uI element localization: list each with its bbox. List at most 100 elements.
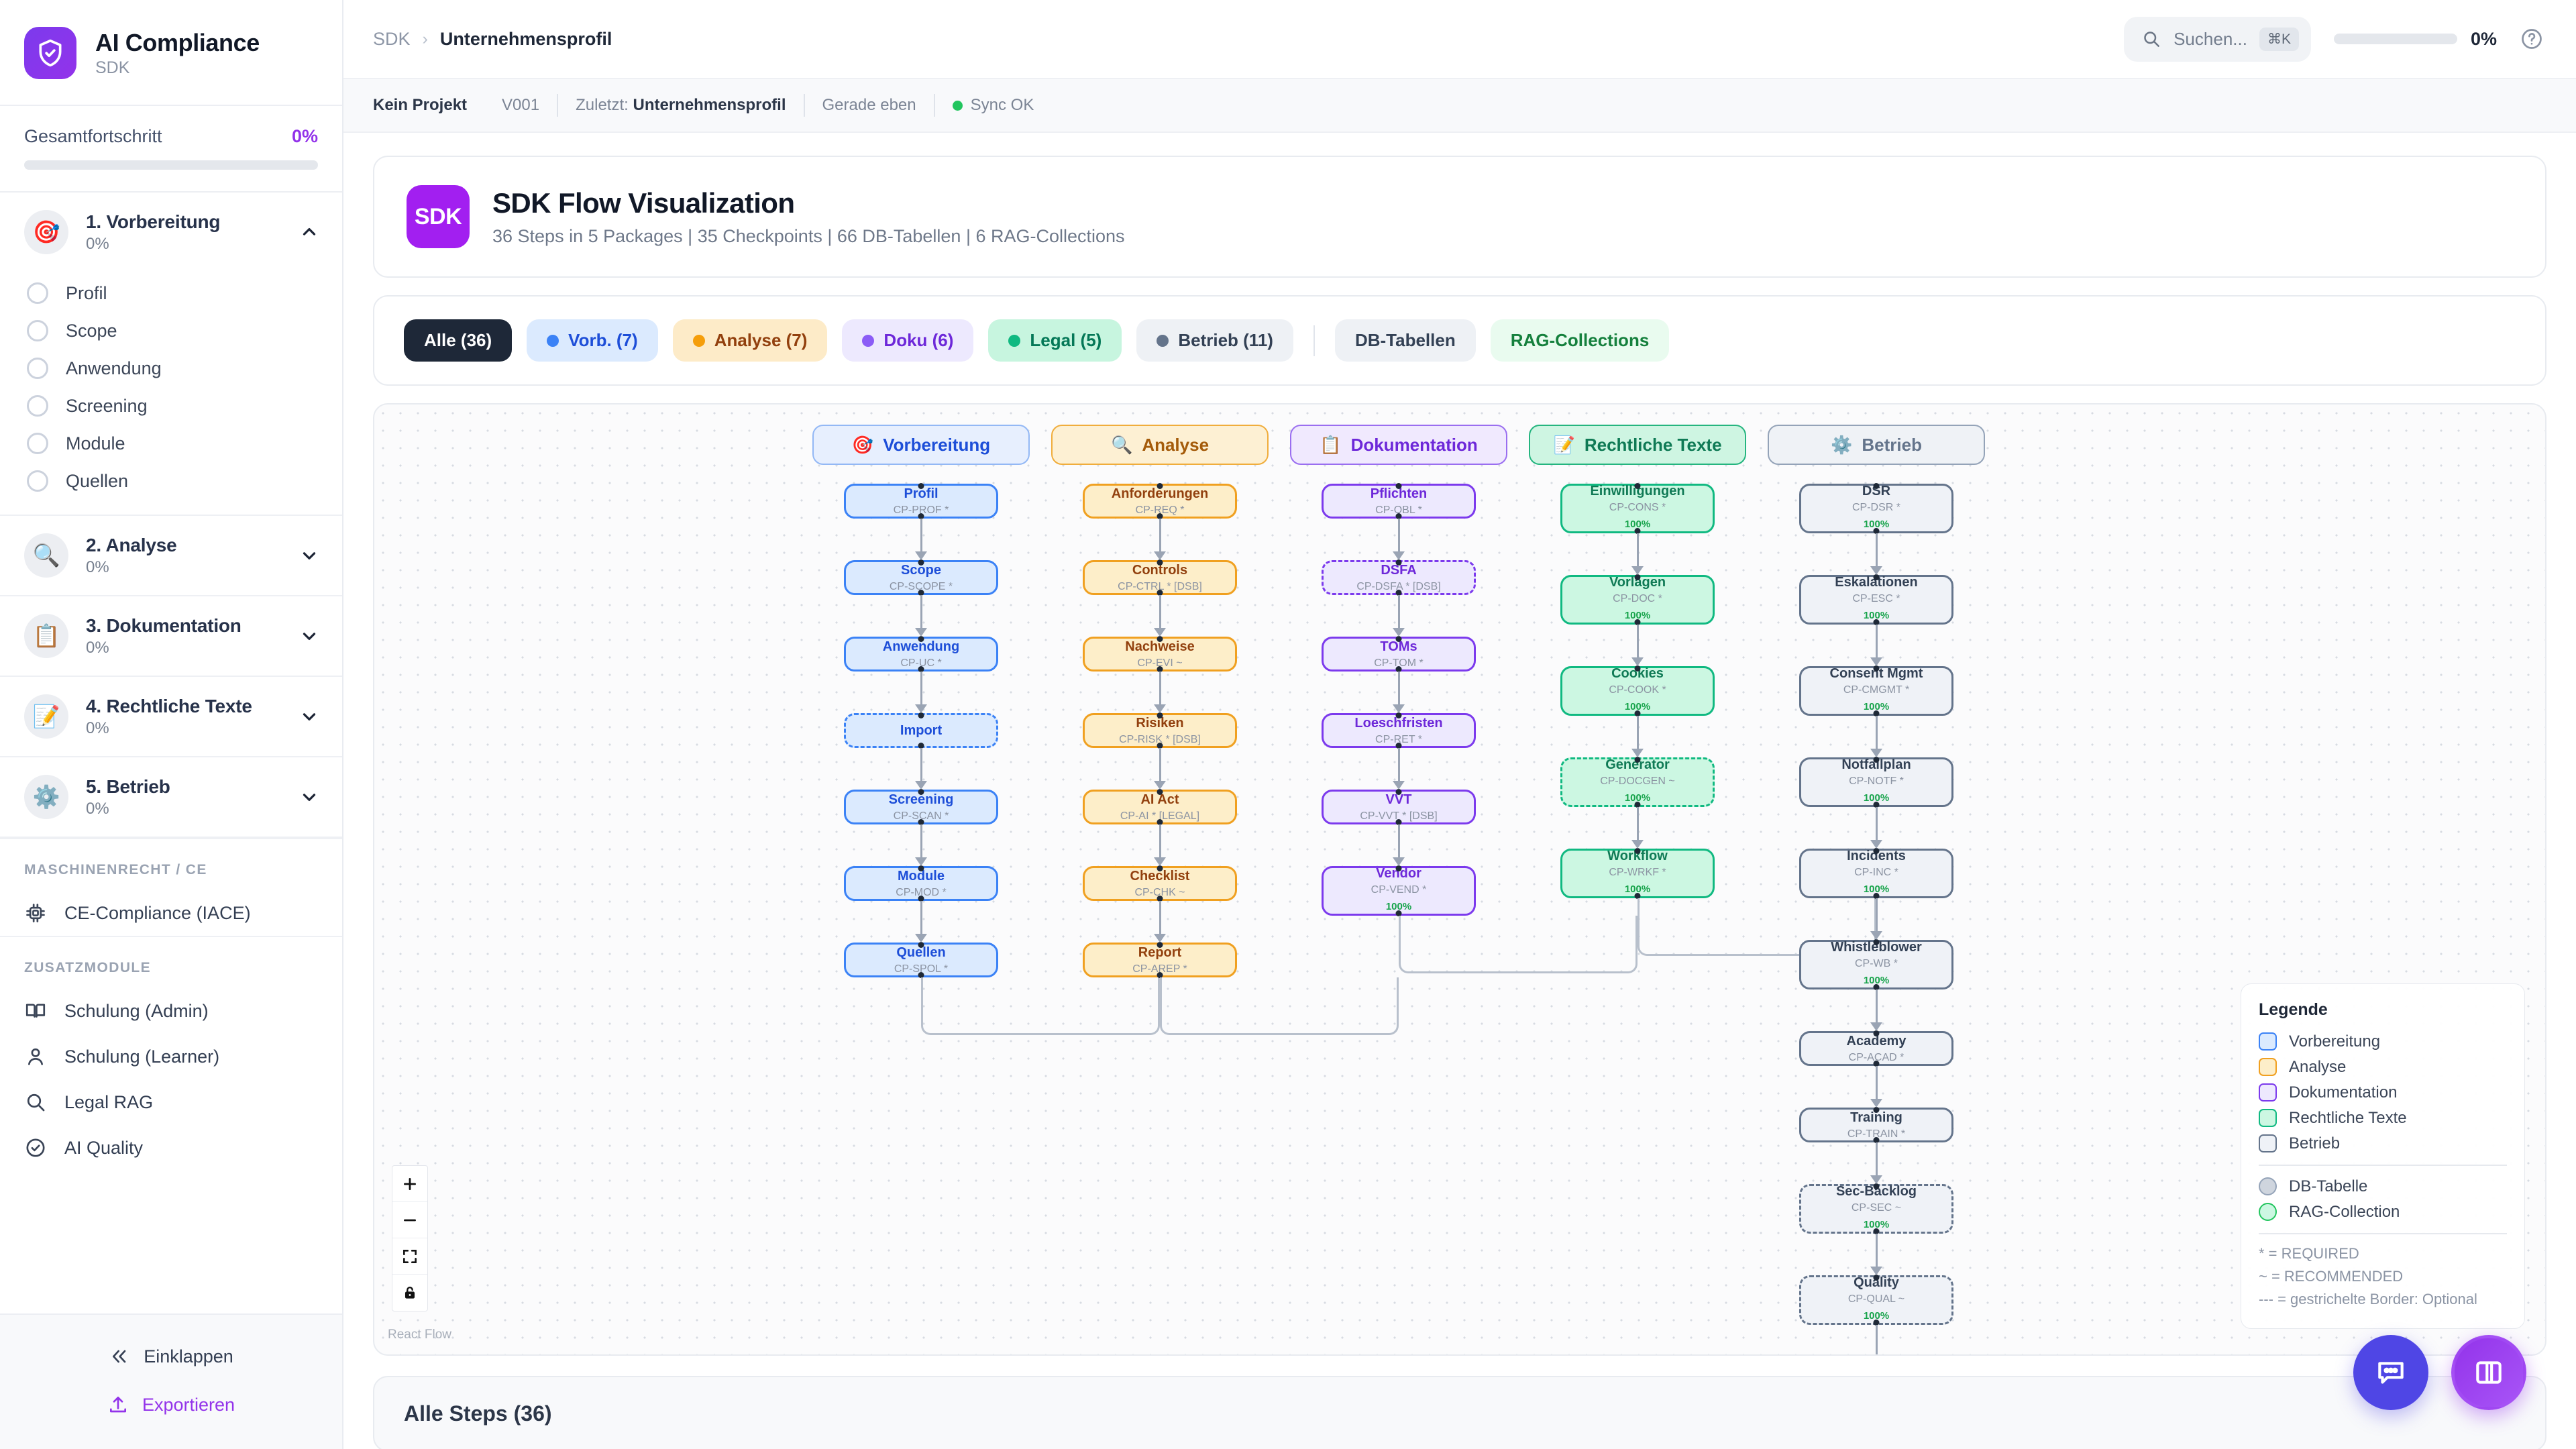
node-handle-bottom[interactable]	[1157, 819, 1163, 825]
node-handle-bottom[interactable]	[1157, 743, 1163, 749]
node-handle-top[interactable]	[918, 865, 924, 871]
node-handle-top[interactable]	[1634, 665, 1641, 672]
sidebar-item-schulung-admin[interactable]: Schulung (Admin)	[0, 988, 342, 1034]
sidebar-item-ai-quality[interactable]: AI Quality	[0, 1125, 342, 1171]
node-handle-bottom[interactable]	[1873, 893, 1880, 899]
node-handle-top[interactable]	[1873, 939, 1880, 945]
react-flow-attribution[interactable]: React Flow	[388, 1328, 452, 1342]
node-handle-bottom[interactable]	[1395, 910, 1402, 916]
step-status-radio[interactable]	[27, 320, 48, 341]
node-handle-bottom[interactable]	[918, 743, 924, 749]
sidebar-item-ce-compliance[interactable]: CE-Compliance (IACE)	[0, 890, 342, 936]
node-handle-bottom[interactable]	[1873, 528, 1880, 534]
node-handle-top[interactable]	[1395, 865, 1402, 871]
filter-chip-extra-0[interactable]: DB-Tabellen	[1334, 319, 1476, 362]
node-handle-top[interactable]	[918, 789, 924, 795]
step-status-radio[interactable]	[27, 470, 48, 492]
node-handle-top[interactable]	[1873, 1030, 1880, 1036]
step-status-radio[interactable]	[27, 395, 48, 417]
node-handle-bottom[interactable]	[1157, 513, 1163, 519]
node-handle-top[interactable]	[918, 942, 924, 948]
node-handle-top[interactable]	[1873, 1183, 1880, 1189]
question-circle-icon[interactable]	[2520, 27, 2544, 51]
lock-button[interactable]	[392, 1275, 427, 1311]
sidebar-item-quellen[interactable]: Quellen	[0, 462, 342, 500]
zoom-in-button[interactable]	[392, 1166, 427, 1202]
filter-chip-0[interactable]: Alle (36)	[404, 319, 513, 362]
sidebar-item-scope[interactable]: Scope	[0, 312, 342, 350]
node-handle-top[interactable]	[1873, 574, 1880, 580]
export-button[interactable]: Exportieren	[0, 1381, 342, 1429]
node-handle-bottom[interactable]	[1873, 619, 1880, 625]
fit-view-button[interactable]	[392, 1238, 427, 1275]
filter-chip-2[interactable]: Analyse (7)	[672, 319, 828, 362]
breadcrumb-root[interactable]: SDK	[373, 28, 411, 49]
node-handle-top[interactable]	[1873, 665, 1880, 672]
node-handle-bottom[interactable]	[1157, 590, 1163, 596]
node-handle-top[interactable]	[1157, 636, 1163, 642]
node-handle-top[interactable]	[918, 483, 924, 489]
node-handle-top[interactable]	[1157, 559, 1163, 566]
node-handle-top[interactable]	[1873, 848, 1880, 854]
node-handle-bottom[interactable]	[1634, 893, 1641, 899]
node-handle-bottom[interactable]	[1634, 619, 1641, 625]
filter-chip-extra-1[interactable]: RAG-Collections	[1490, 319, 1670, 362]
node-handle-bottom[interactable]	[918, 972, 924, 978]
node-handle-bottom[interactable]	[1395, 666, 1402, 672]
node-handle-bottom[interactable]	[918, 513, 924, 519]
node-handle-bottom[interactable]	[1873, 1320, 1880, 1326]
collapse-sidebar-button[interactable]: Einklappen	[0, 1332, 342, 1381]
node-handle-top[interactable]	[1873, 1275, 1880, 1281]
sidebar-item-module[interactable]: Module	[0, 425, 342, 462]
node-handle-top[interactable]	[1395, 789, 1402, 795]
node-handle-top[interactable]	[1395, 483, 1402, 489]
node-handle-bottom[interactable]	[1873, 1061, 1880, 1067]
node-handle-bottom[interactable]	[1157, 666, 1163, 672]
node-handle-top[interactable]	[1157, 712, 1163, 718]
search-input[interactable]: Suchen... ⌘K	[2124, 16, 2311, 62]
node-handle-top[interactable]	[1395, 712, 1402, 718]
sidebar-item-screening[interactable]: Screening	[0, 387, 342, 425]
node-handle-bottom[interactable]	[1634, 710, 1641, 716]
node-handle-bottom[interactable]	[918, 819, 924, 825]
node-handle-bottom[interactable]	[1873, 1228, 1880, 1234]
node-handle-top[interactable]	[1634, 574, 1641, 580]
step-status-radio[interactable]	[27, 358, 48, 379]
flow-node[interactable]: Import	[844, 712, 998, 749]
node-handle-top[interactable]	[918, 636, 924, 642]
node-handle-bottom[interactable]	[918, 666, 924, 672]
node-handle-top[interactable]	[1157, 865, 1163, 871]
node-handle-top[interactable]	[1873, 757, 1880, 763]
node-handle-bottom[interactable]	[1157, 896, 1163, 902]
step-status-radio[interactable]	[27, 433, 48, 454]
chat-fab[interactable]	[2353, 1335, 2428, 1410]
sidebar-item-legal-rag[interactable]: Legal RAG	[0, 1079, 342, 1125]
